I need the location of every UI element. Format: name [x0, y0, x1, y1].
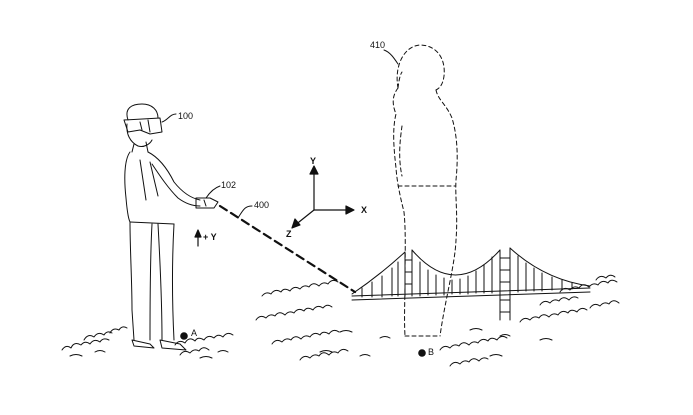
- leader-410: [383, 49, 399, 65]
- reference-label-102: 102: [221, 180, 237, 190]
- leader-400: [237, 205, 253, 219]
- coordinate-axes: [291, 165, 355, 229]
- plus-y-label: + Y: [203, 232, 217, 242]
- leader-100: [161, 113, 177, 123]
- axis-label-y: Y: [310, 156, 317, 166]
- axis-label-z: Z: [286, 229, 292, 239]
- point-a-marker: [180, 332, 188, 340]
- reference-label-410: 410: [370, 40, 386, 50]
- point-b-marker: [418, 349, 426, 357]
- reference-label-400: 400: [254, 200, 270, 210]
- suspension-bridge: [351, 247, 591, 321]
- leader-102: [205, 185, 221, 199]
- axis-label-x: X: [361, 205, 368, 215]
- point-label-a: A: [191, 328, 198, 338]
- point-label-b: B: [428, 347, 435, 357]
- avatar-silhouette: [392, 44, 458, 337]
- plus-y-arrow: [194, 229, 202, 247]
- reference-label-100: 100: [178, 111, 194, 121]
- user-figure: [123, 103, 219, 351]
- ground-clouds-left: [61, 326, 234, 359]
- ground-clouds-right: [255, 274, 620, 367]
- pointing-ray: [218, 204, 357, 294]
